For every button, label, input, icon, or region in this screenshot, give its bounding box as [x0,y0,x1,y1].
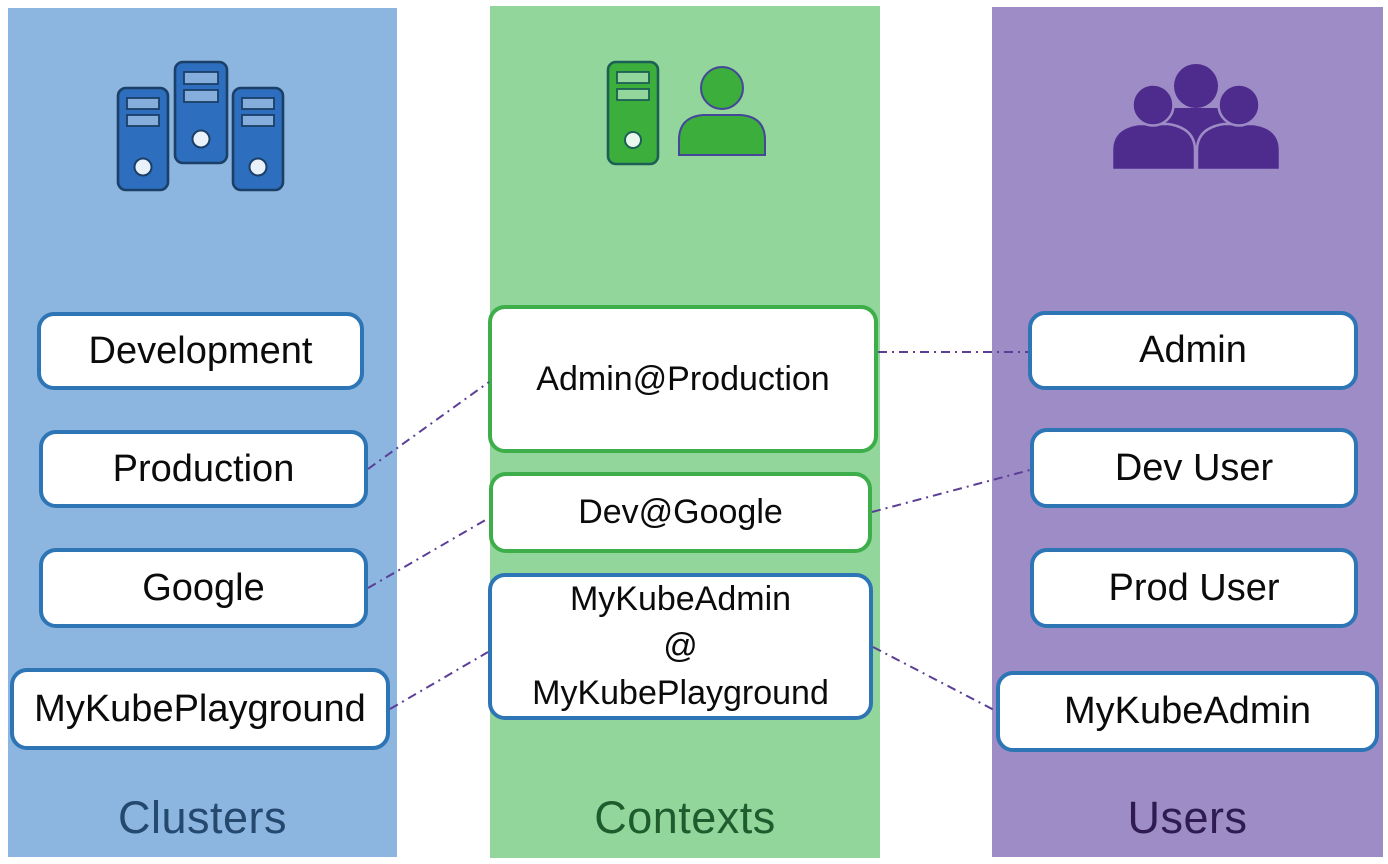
user-box-mykubeadmin: MyKubeAdmin [996,671,1379,752]
cluster-box-label: Google [142,566,265,609]
user-box-label: MyKubeAdmin [1063,690,1312,732]
server-cluster-icon [112,58,290,192]
context-box-label-line: @ [663,627,698,665]
cluster-box-label: Production [112,447,295,490]
user-box-label: Admin [1139,329,1247,371]
user-box-label: Prod User [1108,566,1280,609]
users-title: Users [1127,792,1248,843]
connector-context-to-mykubeadmin [872,646,997,712]
cluster-box-label: Development [88,329,313,372]
context-box-label-line: MyKubeAdmin [569,580,792,618]
contexts-title: Contexts [594,792,776,843]
server-user-icon [600,58,772,166]
user-box-dev-user: Dev User [1030,428,1358,508]
context-box-mykubeadmin-at-mykubeplayground: MyKubeAdmin @ MyKubePlayground [488,573,873,720]
context-box-label-line: MyKubePlayground [532,674,829,712]
context-box-label: Dev@Google [578,493,783,531]
user-box-prod-user: Prod User [1030,548,1358,628]
cluster-box-production: Production [39,430,368,508]
cluster-box-development: Development [37,312,364,390]
context-box-dev-google: Dev@Google [489,472,872,553]
connector-mykubeplayground-to-context [389,651,489,710]
cluster-box-mykubeplayground: MyKubePlayground [10,668,390,750]
user-group-icon [1108,60,1284,172]
user-box-admin: Admin [1028,311,1358,390]
cluster-box-google: Google [39,548,368,628]
clusters-title: Clusters [117,792,288,843]
context-box-label: Admin@Production [536,359,830,398]
user-box-label: Dev User [1114,446,1274,489]
context-box-admin-production: Admin@Production [488,305,878,453]
cluster-box-label: MyKubePlayground [34,687,366,730]
